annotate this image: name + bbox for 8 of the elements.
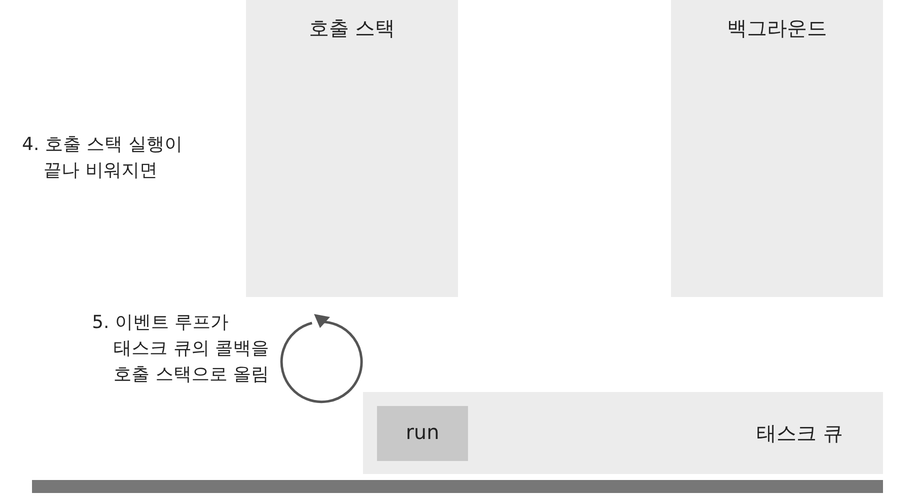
step-note: 5. 이벤트 루프가 태스크 큐의 콜백을 호출 스택으로 올림: [92, 311, 270, 387]
panel-title: 태스크 큐: [756, 420, 843, 447]
panel-title: 백그라운드: [727, 15, 827, 42]
step-note: 4. 호출 스택 실행이 끝나 비워지면: [22, 133, 184, 183]
panel-title: run: [406, 420, 440, 444]
task-box: [377, 406, 468, 461]
panel-title: 호출 스택: [308, 15, 396, 42]
task-queue-panel: [363, 392, 883, 474]
